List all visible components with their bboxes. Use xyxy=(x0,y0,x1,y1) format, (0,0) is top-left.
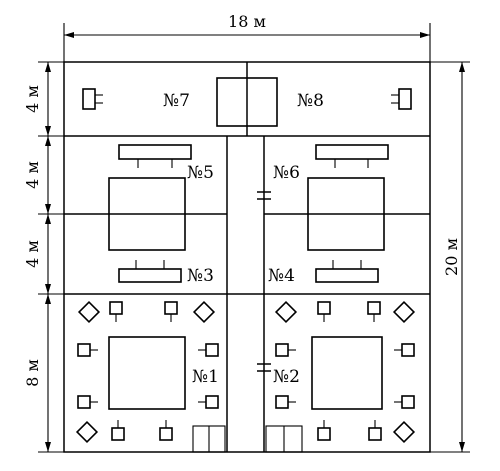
room-2-label: №2 xyxy=(273,367,300,387)
dimension-left: 4 м 4 м 4 м 8 м xyxy=(23,61,64,453)
room-4: №4 xyxy=(268,260,379,286)
corridor-door-upper xyxy=(257,191,271,200)
room-5: №5 xyxy=(118,144,214,183)
bench-bottom-left xyxy=(118,268,182,283)
shared-table xyxy=(216,77,278,127)
room-6-label: №6 xyxy=(273,163,300,183)
dimension-row-lower-mid-label: 4 м xyxy=(23,240,42,268)
chairs-room-1 xyxy=(75,300,219,444)
room-2: №2 xyxy=(265,300,416,453)
door-room-1 xyxy=(192,425,226,453)
room-6: №6 xyxy=(273,144,389,183)
room-7-label: №7 xyxy=(163,91,190,111)
table-room-1 xyxy=(108,336,186,410)
dimension-height-label: 20 м xyxy=(442,238,461,276)
room-5-label: №5 xyxy=(187,163,214,183)
dimension-right: 20 м xyxy=(430,61,470,453)
big-table-left xyxy=(108,177,186,251)
dimension-width-label: 18 м xyxy=(228,12,266,31)
room-7: №7 xyxy=(82,88,190,111)
bench-bottom-right xyxy=(315,268,379,283)
room-3-label: №3 xyxy=(187,266,214,286)
dimension-row-bottom-label: 8 м xyxy=(23,359,42,387)
room-1-label: №1 xyxy=(192,367,219,387)
door-room-2 xyxy=(265,425,303,453)
corridor-door-lower xyxy=(257,363,271,372)
wall-socket-right xyxy=(391,88,412,110)
room-8-label: №8 xyxy=(297,91,324,111)
big-table-right xyxy=(307,177,385,251)
room-4-label: №4 xyxy=(268,266,295,286)
wall-socket-left xyxy=(82,88,103,110)
room-3: №3 xyxy=(118,260,214,286)
room-8: №8 xyxy=(297,88,412,111)
dimension-row-top-label: 4 м xyxy=(23,85,42,113)
bench-top-left xyxy=(118,144,192,160)
table-room-2 xyxy=(311,336,383,410)
chairs-room-2 xyxy=(274,300,416,444)
room-1: №1 xyxy=(75,300,226,453)
bench-top-right xyxy=(315,144,389,160)
walls xyxy=(63,61,431,453)
dimension-top: 18 м xyxy=(63,12,431,62)
dimension-row-upper-mid-label: 4 м xyxy=(23,161,42,189)
